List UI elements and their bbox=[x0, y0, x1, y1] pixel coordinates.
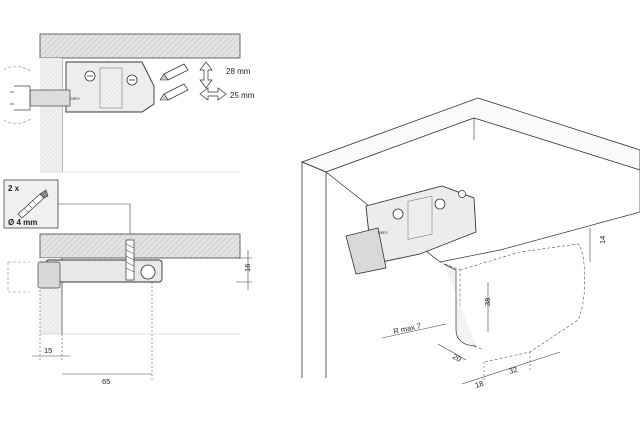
dim-65-label: 65 bbox=[102, 377, 110, 386]
iso-door-edge bbox=[443, 263, 477, 347]
dim-14-label: 14 bbox=[598, 236, 607, 244]
dim-radius-label: R max 7 bbox=[393, 321, 422, 336]
iso-door-outline bbox=[439, 243, 586, 363]
dim-15-label: 15 bbox=[44, 346, 52, 355]
screw-diameter: Ø 4 mm bbox=[8, 218, 37, 227]
iso-side-panel bbox=[301, 162, 327, 378]
dim-radius-leader bbox=[381, 323, 447, 339]
side-view: 16 15 65 bbox=[7, 233, 252, 386]
horizontal-arrow-icon bbox=[199, 87, 227, 101]
vertical-arrow-icon bbox=[199, 61, 213, 89]
dim-20-label: 20 bbox=[451, 352, 463, 364]
dim-18-label: 18 bbox=[474, 379, 485, 390]
iso-hinge: GREY bbox=[345, 185, 477, 275]
screw-icon bbox=[17, 189, 49, 219]
side-view-cam bbox=[140, 264, 156, 280]
side-view-hinge-rail bbox=[37, 261, 61, 289]
dim-38-label: 38 bbox=[483, 298, 492, 306]
screwdriver-icon bbox=[159, 63, 189, 81]
top-view: GREY 28 mm 25 mm bbox=[3, 33, 255, 173]
side-view-hinge-ghost bbox=[7, 261, 30, 293]
top-view-hinge-ghost bbox=[3, 66, 33, 124]
top-view-cabinet-top bbox=[39, 33, 241, 59]
depth-adjust-label: 25 mm bbox=[230, 91, 255, 100]
top-view-hinge-ribs bbox=[99, 67, 123, 109]
screw-leader-line bbox=[58, 203, 131, 240]
dim-18-32-line bbox=[461, 351, 561, 385]
iso-hinge-screw-3 bbox=[458, 190, 466, 198]
top-view-side-panel-face bbox=[40, 58, 62, 172]
iso-brand-label: GREY bbox=[378, 231, 389, 235]
iso-view: GREY 14 38 R max 7 20 18 32 bbox=[300, 97, 640, 390]
iso-hinge-screw bbox=[392, 208, 404, 220]
top-view-hinge-clip bbox=[10, 85, 31, 111]
screw-count: 2 x bbox=[8, 184, 20, 193]
dim-32-label: 32 bbox=[508, 365, 519, 376]
screw-spec-box: 2 x Ø 4 mm bbox=[3, 179, 131, 240]
side-view-cabinet-top bbox=[39, 233, 241, 259]
dim-16-label: 16 bbox=[243, 264, 252, 272]
screwdriver-icon bbox=[159, 83, 189, 101]
top-view-brand-label: GREY bbox=[70, 97, 81, 101]
dim-20-line bbox=[437, 343, 467, 361]
iso-cabinet-top-front-edge bbox=[301, 161, 327, 173]
side-view-screw bbox=[125, 239, 135, 281]
top-view-hinge-rail bbox=[29, 89, 71, 107]
iso-hinge-screw-2 bbox=[434, 198, 446, 210]
height-adjust-label: 28 mm bbox=[226, 67, 251, 76]
